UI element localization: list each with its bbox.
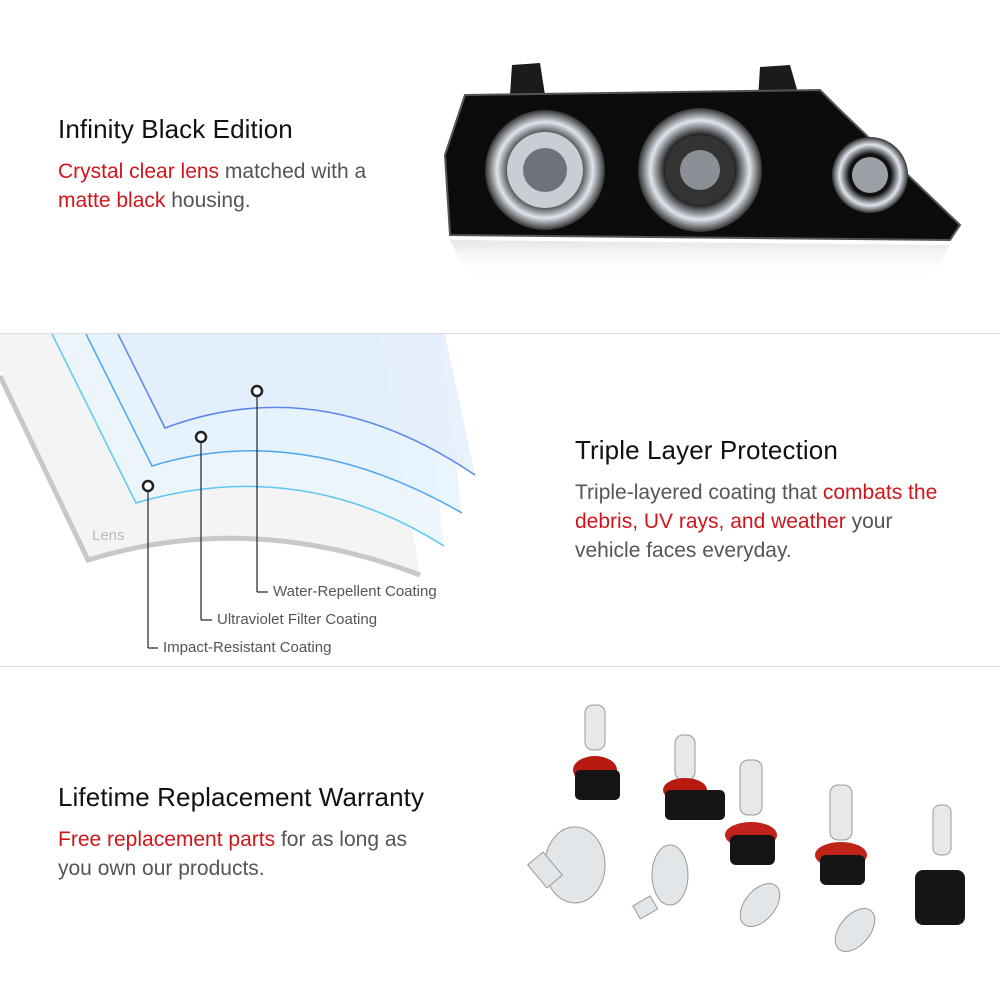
body-text: for as long as you own our products.	[58, 828, 408, 880]
uv-filter-marker	[194, 430, 208, 444]
section-description-infinity-black: Crystal clear lens matched with a matte …	[58, 157, 398, 215]
water-repellent-marker	[250, 384, 264, 398]
highlight-text: combats the debris, UV rays, and weather	[575, 481, 938, 533]
section-description-warranty: Free replacement parts for as long as yo…	[58, 825, 408, 883]
impact-resistant-marker	[141, 479, 155, 493]
section-divider	[0, 666, 1000, 667]
replacement-bulbs-image	[526, 704, 965, 952]
headlight-image	[443, 63, 962, 280]
uv-filter-label: Ultraviolet Filter Coating	[217, 611, 378, 628]
section-description-triple-layer: Triple-layered coating that combats the …	[575, 478, 960, 565]
water-repellent-label: Water-Repellent Coating	[273, 583, 437, 600]
body-text: your vehicle faces everyday.	[575, 510, 893, 562]
section-title-triple-layer: Triple Layer Protection	[575, 435, 838, 465]
section-title-warranty: Lifetime Replacement Warranty	[58, 782, 425, 812]
highlight-text: Free replacement parts	[58, 828, 276, 851]
section-divider	[0, 333, 1000, 334]
impact-resistant-label: Impact-Resistant Coating	[163, 639, 332, 656]
highlight-text: Crystal clear lens	[58, 160, 220, 183]
coating-layers-diagram	[0, 334, 476, 649]
body-text: matched with a	[219, 160, 367, 183]
body-text: Triple-layered coating that	[575, 481, 823, 504]
body-text: housing.	[165, 189, 251, 212]
section-title-infinity-black: Infinity Black Edition	[58, 114, 293, 144]
bulb	[573, 704, 620, 800]
lens-label: Lens	[92, 527, 125, 544]
highlight-text: matte black	[58, 189, 166, 212]
